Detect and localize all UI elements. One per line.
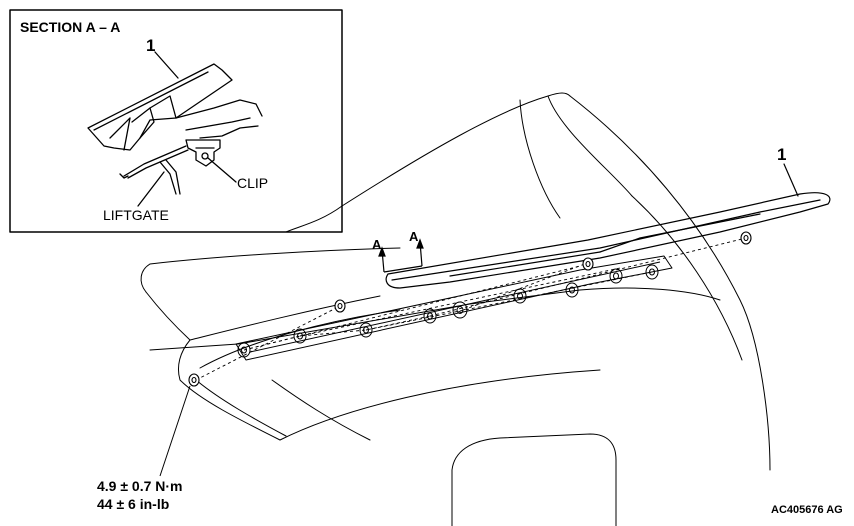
nut [334, 299, 346, 313]
nut [740, 231, 752, 245]
torque-imperial: 44 ± 6 in-lb [97, 496, 170, 512]
section-inset [9, 9, 343, 233]
mounting-hole [293, 328, 307, 344]
section-mark-right: A [409, 229, 419, 244]
section-marks [378, 238, 424, 273]
spoiler-section [87, 63, 233, 151]
mounting-hole [513, 288, 527, 304]
clip-label: CLIP [237, 175, 269, 191]
main-part-callout: 1 [777, 145, 787, 164]
section-mark-left: A [372, 237, 382, 252]
section-title: SECTION A – A [20, 19, 121, 35]
mounting-hole [452, 301, 468, 319]
mounting-hole [645, 264, 659, 280]
torque-metric: 4.9 ± 0.7 N·m [97, 478, 183, 494]
liftgate-label: LIFTGATE [103, 207, 169, 223]
inset-callout-leader [154, 51, 179, 79]
main-callout-leader [783, 163, 799, 197]
figure-code: AC405676 AG [771, 504, 843, 516]
mounting-nuts [188, 231, 752, 387]
clip-leader [207, 157, 237, 183]
mounting-hole [565, 282, 579, 298]
torque-leader [159, 385, 191, 477]
mounting-hole [359, 322, 373, 338]
mounting-hole [423, 308, 437, 324]
liftgate-leader [137, 171, 165, 207]
spoiler [385, 163, 831, 289]
clip-shape [185, 139, 221, 167]
mounting-hole [609, 268, 623, 284]
spoiler-body [385, 192, 831, 289]
license-recess [451, 433, 617, 526]
nut [188, 373, 200, 387]
inset-part-callout: 1 [146, 36, 156, 55]
nut [582, 257, 594, 271]
mounting-rail [235, 255, 673, 361]
inset-frame [9, 9, 343, 233]
mounting-holes [237, 264, 659, 358]
mounting-hole [237, 342, 251, 358]
